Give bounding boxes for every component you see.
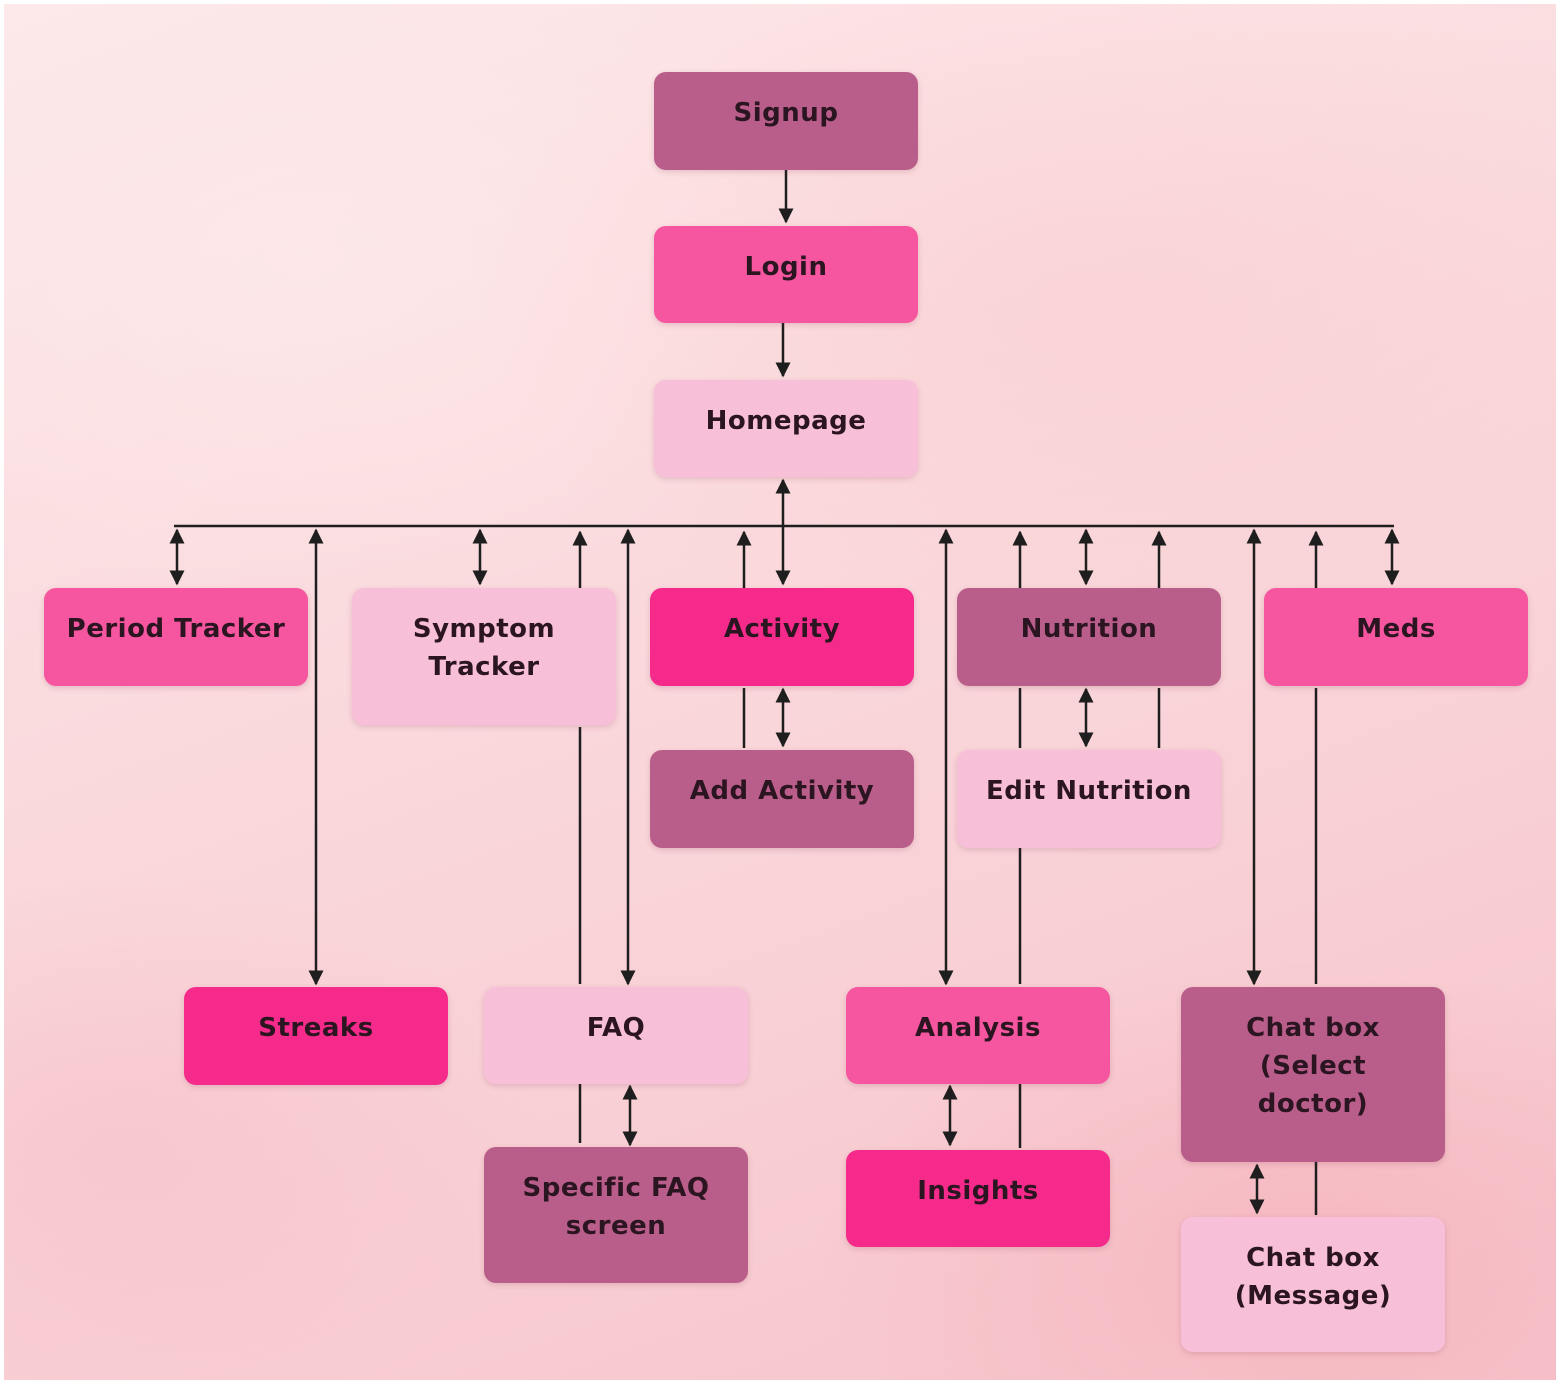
node-login: Login <box>654 226 918 323</box>
node-chat-box-message: Chat box (Message) <box>1181 1217 1445 1352</box>
node-nutrition: Nutrition <box>957 588 1221 686</box>
node-symptom-tracker: Symptom Tracker <box>352 588 616 725</box>
node-activity: Activity <box>650 588 914 686</box>
node-chat-select-doctor: Chat box (Select doctor) <box>1181 987 1445 1162</box>
node-edit-nutrition: Edit Nutrition <box>957 750 1221 848</box>
node-specific-faq-screen: Specific FAQ screen <box>484 1147 748 1283</box>
node-homepage: Homepage <box>654 380 918 477</box>
node-analysis: Analysis <box>846 987 1110 1084</box>
node-faq: FAQ <box>484 987 748 1084</box>
node-streaks: Streaks <box>184 987 448 1085</box>
node-meds: Meds <box>1264 588 1528 686</box>
node-signup: Signup <box>654 72 918 170</box>
node-insights: Insights <box>846 1150 1110 1247</box>
node-period-tracker: Period Tracker <box>44 588 308 686</box>
node-add-activity: Add Activity <box>650 750 914 848</box>
